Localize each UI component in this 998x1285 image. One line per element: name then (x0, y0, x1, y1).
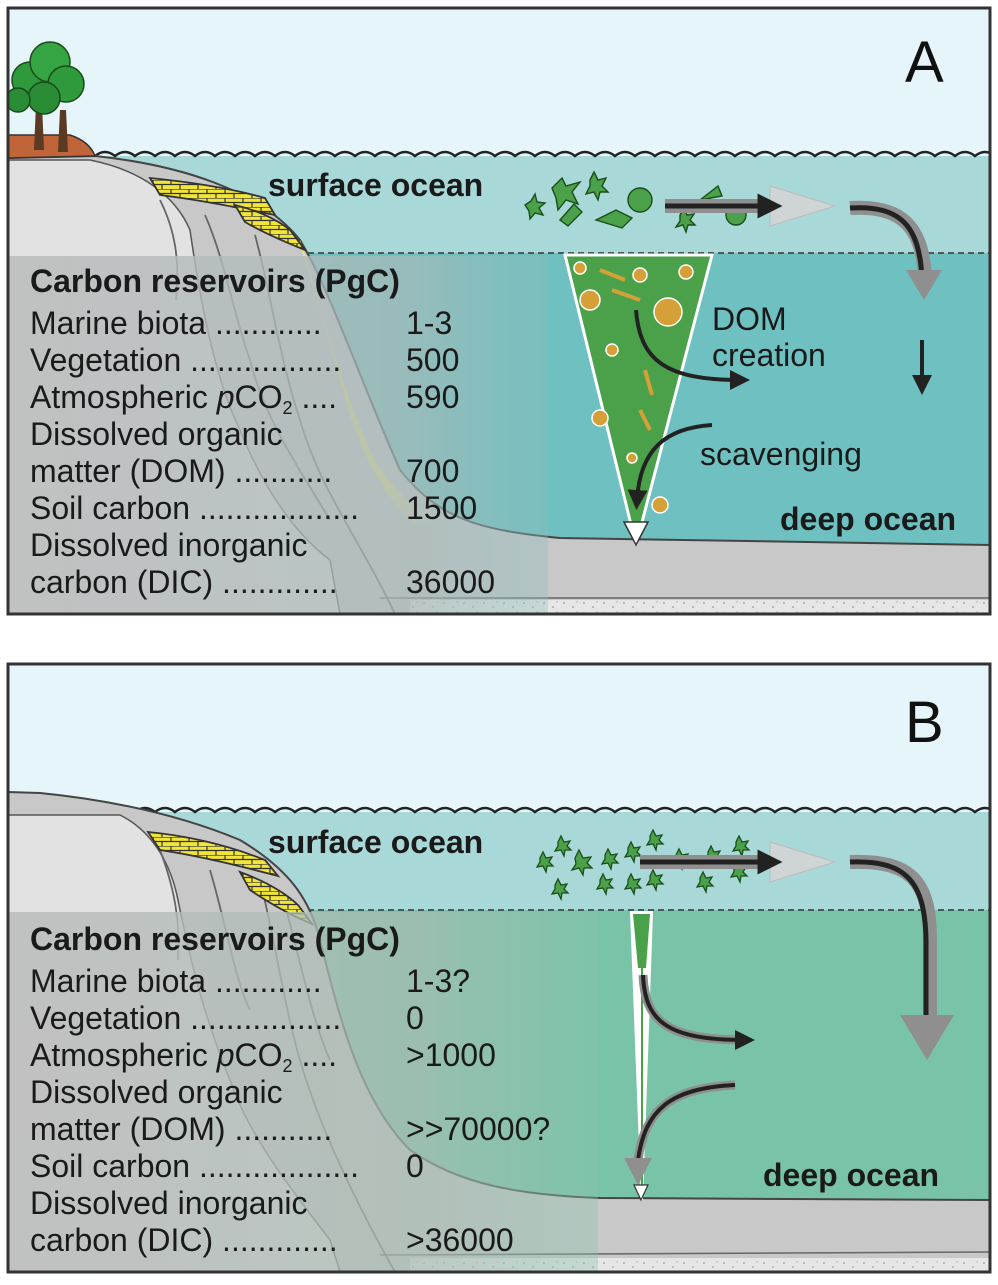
dom-creation-arrow (641, 974, 755, 1050)
phytoplankton-cluster (535, 828, 751, 902)
sinking-arrow-head (906, 270, 942, 300)
reservoir-name: Dissolved inorganic (30, 1185, 307, 1221)
soil (8, 134, 97, 159)
dom-creation-arrow (634, 309, 750, 390)
reservoir-value: >1000 (406, 1037, 496, 1073)
reservoir-value: 500 (406, 342, 459, 378)
scavenging-arrow (627, 423, 713, 510)
surface-ocean-label: surface ocean (268, 167, 483, 203)
reservoir-rows-b: Marine biota ............ 1-3? Vegetation … (30, 963, 550, 1258)
tree-icon (8, 41, 85, 152)
dom-creation-label-2: creation (712, 337, 826, 373)
reservoir-name: Dissolved organic (30, 1074, 283, 1110)
scavenging-arrow (636, 1083, 736, 1161)
sinking-funnel (563, 253, 714, 546)
panel-a: surface ocean deep ocean DOM creation sc… (8, 8, 990, 614)
reservoir-name: Dissolved inorganic (30, 527, 307, 563)
reservoir-name: carbon (DIC) ............. (30, 1222, 338, 1258)
panel-b: surface ocean deep ocean B Carbon reserv… (8, 664, 990, 1272)
reservoir-name: Soil carbon .................. (30, 1148, 359, 1184)
reservoir-value: 0 (406, 1148, 424, 1184)
reservoir-value: 0 (406, 1000, 424, 1036)
limestone-layer-1 (146, 830, 281, 878)
sinking-arrow-dark (849, 859, 929, 1020)
panel-letter-a: A (905, 30, 944, 95)
reservoir-name: carbon (DIC) ............. (30, 564, 338, 600)
reservoir-name: Atmospheric pCO2 .... (30, 379, 337, 418)
reservoirs-box (8, 912, 598, 1272)
reservoir-name: Soil carbon .................. (30, 490, 359, 526)
reservoir-name: matter (DOM) ........... (30, 1111, 332, 1147)
reservoir-name: Dissolved organic (30, 416, 283, 452)
gold-filaments (599, 268, 654, 431)
reservoir-name: Marine biota ............ (30, 963, 322, 999)
panel-letter-b: B (905, 690, 944, 755)
limestone-layer-2 (233, 203, 308, 253)
sinking-arrow-dark (849, 205, 925, 281)
reservoir-name: Vegetation ................. (30, 1000, 341, 1036)
gold-particles (573, 261, 694, 514)
scavenging-arrow-head (624, 1158, 652, 1185)
reservoirs-title: Carbon reservoirs (PgC) (30, 921, 400, 957)
reservoir-name: Vegetation ................. (30, 342, 341, 378)
reservoir-name: Atmospheric pCO2 .... (30, 1037, 337, 1076)
deep-ocean-label: deep ocean (763, 1157, 939, 1193)
deep-ocean-label: deep ocean (780, 501, 956, 537)
reservoir-value: >36000 (406, 1222, 514, 1258)
scavenging-label: scavenging (700, 436, 862, 472)
sinking-arrow-head (900, 1015, 954, 1060)
seafloor-sand (410, 600, 990, 614)
reservoir-value: 700 (406, 453, 459, 489)
dom-creation-label: DOM (712, 301, 787, 337)
panel-b-border (6, 662, 992, 1274)
reservoir-value: 1-3? (406, 963, 470, 999)
reservoir-name: Marine biota ............ (30, 305, 322, 341)
reservoirs-title: Carbon reservoirs (PgC) (30, 263, 400, 299)
reservoirs-box (8, 256, 548, 614)
funnel-green-top (633, 914, 650, 968)
wave-line (94, 150, 990, 158)
funnel-tip-arrow (633, 1184, 649, 1202)
reservoir-value: 1-3 (406, 305, 452, 341)
panel-a-border (6, 6, 992, 616)
surface-ocean-label: surface ocean (268, 824, 483, 860)
limestone-layer-1 (148, 176, 277, 217)
reservoir-value: 1500 (406, 490, 477, 526)
reservoir-name: matter (DOM) ........... (30, 453, 332, 489)
wave-line (94, 806, 990, 814)
reservoir-value: >>70000? (406, 1111, 550, 1147)
reservoir-value: 590 (406, 379, 459, 415)
funnel-tip-arrow (622, 521, 650, 547)
reservoir-value: 36000 (406, 564, 495, 600)
